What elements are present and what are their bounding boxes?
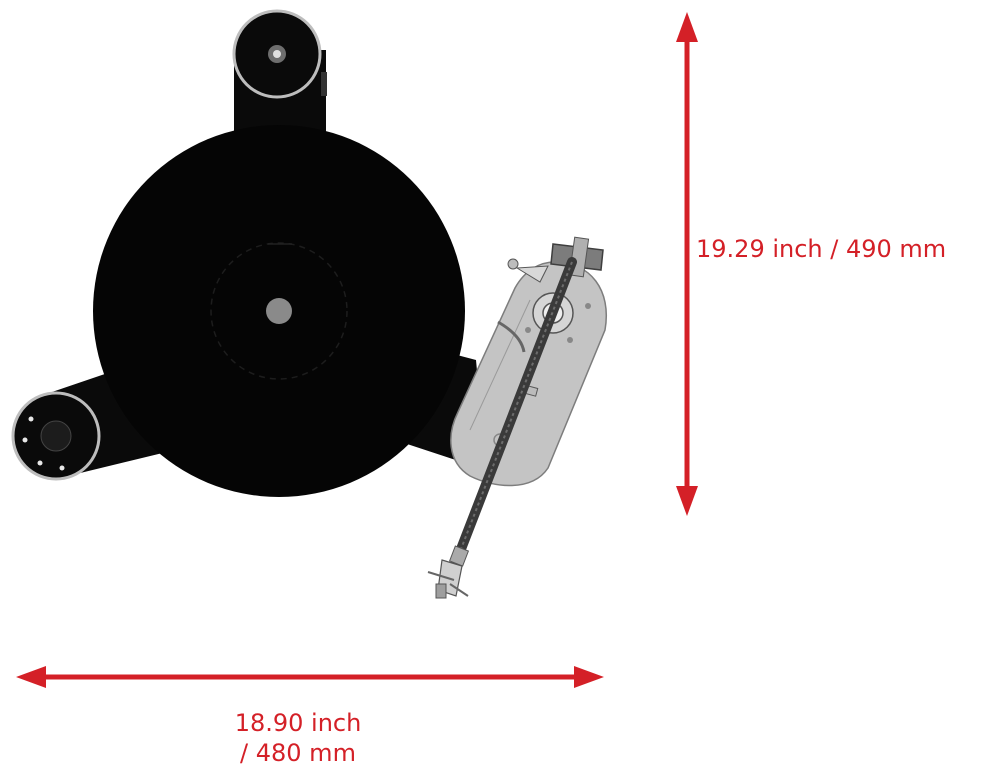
motor-pod-top-rim [232, 9, 322, 99]
height-dimension-label: 19.29 inch / 490 mm [696, 235, 947, 263]
tonearm-tube [451, 257, 577, 567]
width-dimension-label: 18.90 inch / 480 mm [218, 708, 378, 768]
double-headed-arrow-vertical-icon [676, 12, 698, 516]
speed-dot [59, 465, 65, 471]
motor-pod-left-rim [11, 391, 101, 481]
motor-pod-left [11, 391, 101, 481]
counterweight [550, 236, 604, 278]
motor-pod-top [232, 9, 322, 99]
platter [93, 125, 465, 497]
headshell [427, 559, 469, 599]
arm-board-inner-line [469, 299, 531, 431]
arm-lift-post [515, 265, 549, 283]
arm-rest [497, 320, 526, 353]
arm-board-screw [525, 327, 531, 333]
chassis-arm-top-edge [321, 72, 327, 96]
tonearm-assembly [427, 236, 607, 599]
arm-board-screw [585, 303, 591, 309]
platter-spindle [266, 298, 292, 324]
platter-ring [210, 242, 348, 380]
finger-lift [449, 583, 469, 597]
cartridge [435, 583, 447, 599]
motor-pulley-left [40, 420, 72, 452]
width-dimension-imperial: 18.90 inch [234, 709, 362, 737]
speed-dot [37, 460, 43, 466]
speed-dot [22, 437, 28, 443]
speed-dot [28, 416, 34, 422]
width-dimension-metric: / 480 mm [240, 739, 356, 767]
arm-lift-knob [507, 258, 519, 270]
tonearm-collar [448, 545, 470, 567]
double-headed-arrow-horizontal-icon [16, 666, 604, 688]
arm-board-screw [567, 337, 573, 343]
